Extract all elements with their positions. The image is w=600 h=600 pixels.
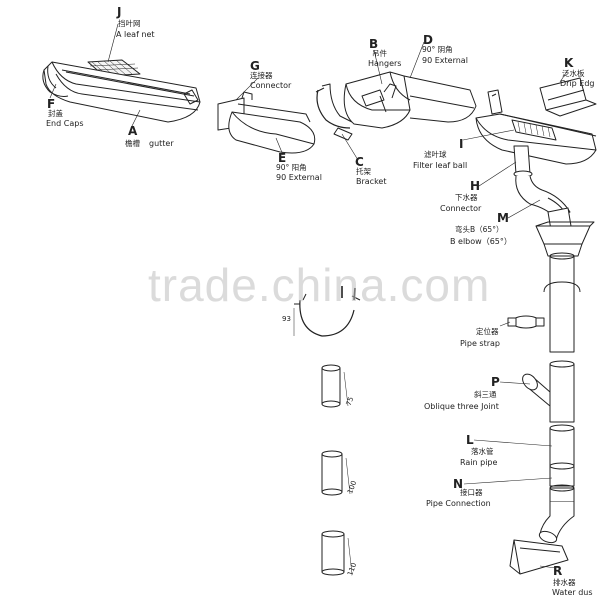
part-b-en: Hangers	[368, 59, 402, 68]
watermark: trade.china.com	[148, 259, 491, 311]
drip-edge-drawing	[539, 77, 597, 117]
part-b-letter: B	[369, 37, 379, 51]
part-a-letter: A	[128, 124, 138, 138]
part-n-zh: 接口器	[460, 488, 483, 497]
part-h-en: Connector	[440, 204, 482, 213]
oblique-tee-drawing	[522, 360, 575, 423]
part-d-zh: 90° 阴角	[422, 45, 453, 54]
part-d-en: 90 External	[422, 56, 468, 65]
part-f-letter: F	[47, 97, 56, 111]
pipe-strap-drawing	[507, 315, 545, 329]
part-r-letter: R	[553, 564, 563, 578]
part-p-zh: 斜三通	[474, 390, 497, 399]
part-i-zh: 滤叶球	[424, 150, 447, 159]
part-i-en: Filter leaf ball	[413, 161, 468, 170]
leader-lines	[49, 23, 569, 569]
part-a-en: gutter	[149, 139, 174, 148]
downspout-assembly	[513, 145, 595, 353]
outlet-assembly	[509, 484, 575, 575]
part-h-zh: 下水器	[455, 193, 478, 202]
part-a-zh: 檐槽	[125, 139, 140, 148]
rain-pipe-drawing	[549, 424, 575, 487]
part-r-zh: 排水器	[553, 578, 576, 587]
part-p-en: Oblique three Joint	[424, 402, 499, 411]
part-k-letter: K	[564, 56, 574, 70]
part-k-zh: 泛水板	[562, 69, 585, 78]
part-c-zh: 托架	[356, 167, 371, 176]
pipe-sample-110	[321, 530, 345, 576]
gutter-run-right	[475, 113, 597, 165]
part-e-letter: E	[278, 151, 287, 165]
part-j-zh: 挡叶网	[118, 19, 141, 28]
pipe-strap-zh: 定位器	[476, 327, 499, 336]
part-j-letter: J	[117, 5, 122, 19]
pipe-sample-100	[321, 450, 343, 496]
part-h-letter: H	[470, 179, 481, 193]
part-j-en: A leaf net	[116, 30, 155, 39]
part-i-letter: I	[459, 137, 464, 151]
part-d-letter: D	[423, 33, 433, 47]
part-g-letter: G	[250, 59, 260, 73]
part-f-en: End Caps	[46, 119, 84, 128]
bracket-drawing	[315, 83, 353, 141]
part-n-en: Pipe Connection	[426, 499, 491, 508]
part-f-zh: 封盖	[48, 109, 63, 118]
profile-93-drawing	[294, 286, 361, 337]
dimension-93: 93	[282, 315, 291, 323]
gutter-run-left	[42, 61, 201, 123]
part-n-letter: N	[453, 477, 464, 491]
part-l-letter: L	[466, 433, 474, 447]
part-r-en: Water dus	[552, 588, 593, 597]
part-k-en: Drip Edg	[560, 79, 595, 88]
dimension-lines	[293, 308, 353, 575]
part-g-en: Connector	[250, 81, 292, 90]
part-m-letter: M	[497, 211, 509, 225]
part-m-en: B elbow（65°）	[450, 237, 512, 246]
pipe-strap-en: Pipe strap	[460, 339, 500, 348]
part-b-zh: 吊件	[372, 49, 387, 58]
part-l-zh: 落水管	[471, 447, 494, 456]
part-c-letter: C	[355, 155, 364, 169]
part-p-letter: P	[491, 375, 500, 389]
part-e-en: 90 External	[276, 173, 322, 182]
part-g-zh: 连接器	[250, 71, 273, 80]
pipe-sample-75	[321, 364, 341, 408]
part-l-en: Rain pipe	[460, 458, 498, 467]
part-m-zh: 弯头B（65°）	[455, 225, 504, 234]
part-c-en: Bracket	[356, 177, 387, 186]
connector-gutter-section	[217, 91, 316, 154]
corner-section	[343, 71, 477, 129]
hanger-detail	[487, 89, 503, 115]
part-e-zh: 90° 阳角	[276, 163, 307, 172]
